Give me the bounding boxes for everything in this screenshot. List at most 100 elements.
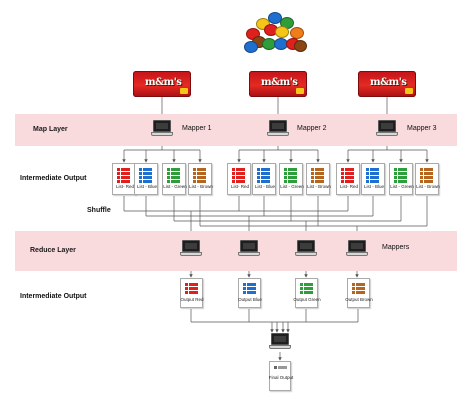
document-lines	[284, 168, 297, 184]
document-lines	[366, 168, 379, 184]
laptop-icon	[180, 240, 202, 258]
document-line	[394, 180, 407, 183]
mapper-1-label: Mapper 1	[182, 125, 212, 132]
final-output-document-icon: Final Output	[269, 361, 293, 391]
document-line	[284, 176, 297, 179]
laptop-screen	[153, 120, 171, 132]
laptop-screen	[378, 120, 396, 132]
document-line	[341, 180, 354, 183]
document-line	[420, 176, 433, 179]
document-line	[232, 176, 245, 179]
document-line	[394, 168, 407, 171]
bag-logo: m&m's	[145, 77, 182, 88]
candy-piece	[244, 41, 258, 53]
output-document-icon: Output Brown	[345, 278, 373, 308]
document-lines	[257, 168, 270, 184]
document-line	[139, 172, 152, 175]
list-label: List - Blue	[363, 184, 384, 189]
document-line	[366, 180, 379, 183]
document-line	[394, 172, 407, 175]
reduce-layer-label: Reduce Layer	[30, 247, 76, 254]
document-line	[274, 366, 287, 369]
list-document-icon: List - Brown	[415, 163, 440, 195]
document-lines	[117, 168, 130, 184]
document-line	[420, 168, 433, 171]
laptop-screen	[269, 120, 287, 132]
document-lines	[341, 168, 354, 184]
document-line	[232, 168, 245, 171]
laptop-screen	[182, 240, 200, 252]
document-line	[117, 172, 130, 175]
mapper-3-label: Mapper 3	[407, 125, 437, 132]
candy-bag-icon: m&m's	[249, 71, 307, 97]
laptop-screen	[271, 333, 289, 345]
laptop-icon	[376, 120, 398, 138]
document-lines	[185, 283, 198, 295]
laptop-screen	[297, 240, 315, 252]
document-line	[193, 176, 206, 179]
laptop-base	[295, 252, 317, 256]
document-line	[284, 172, 297, 175]
list-document-icon: List - Green	[279, 163, 304, 195]
list-document-icon: List - Blue	[252, 163, 276, 195]
document-line	[366, 172, 379, 175]
laptop-icon	[346, 240, 368, 258]
document-line	[366, 176, 379, 179]
document-lines	[139, 168, 152, 184]
document-line	[311, 172, 324, 175]
list-document-icon: List - Blue	[134, 163, 158, 195]
laptop-icon	[267, 120, 289, 138]
document-line	[311, 176, 324, 179]
list-label: List - Green	[280, 184, 304, 189]
document-line	[139, 176, 152, 179]
output-label: Output Green	[293, 297, 321, 302]
document-line	[232, 172, 245, 175]
document-line	[352, 283, 365, 286]
reducers-label: Mappers	[382, 244, 410, 251]
document-line	[300, 291, 313, 294]
bag-logo: m&m's	[261, 77, 298, 88]
document-lines	[274, 366, 287, 370]
document-lines	[167, 168, 180, 184]
list-document-icon: List- Red	[227, 163, 251, 195]
document-lines	[394, 168, 407, 184]
document-line	[243, 283, 256, 286]
intermediate-output-label: Intermediate Output	[20, 175, 87, 182]
laptop-base	[346, 252, 368, 256]
laptop-base	[180, 252, 202, 256]
document-line	[117, 180, 130, 183]
document-line	[311, 180, 324, 183]
laptop-screen	[348, 240, 366, 252]
document-line	[167, 172, 180, 175]
document-line	[167, 176, 180, 179]
document-line	[257, 176, 270, 179]
document-line	[341, 176, 354, 179]
laptop-base	[267, 132, 289, 136]
candy-pile-icon	[242, 8, 307, 54]
final-output-label: Final Output	[268, 375, 294, 380]
laptop-icon	[269, 333, 291, 351]
laptop-base	[238, 252, 260, 256]
document-line	[420, 172, 433, 175]
list-label: List - Blue	[136, 184, 157, 189]
document-line	[311, 168, 324, 171]
document-line	[243, 291, 256, 294]
document-line	[117, 168, 130, 171]
list-document-icon: List- Red	[112, 163, 136, 195]
list-label: List - Green	[163, 184, 187, 189]
laptop-icon	[151, 120, 173, 138]
output-document-icon: Output Red	[180, 278, 204, 308]
list-document-icon: List - Blue	[361, 163, 385, 195]
document-line	[257, 168, 270, 171]
output-label: Output Brown	[345, 297, 373, 302]
document-line	[167, 180, 180, 183]
list-document-icon: List - Brown	[188, 163, 213, 195]
list-label: List- Red	[115, 184, 134, 189]
document-line	[284, 180, 297, 183]
document-line	[185, 291, 198, 294]
list-document-icon: List - Green	[162, 163, 187, 195]
candy-piece	[294, 40, 307, 52]
output-document-icon: Output Blue	[238, 278, 262, 308]
reduce-layer-band	[15, 231, 457, 271]
document-line	[341, 168, 354, 171]
